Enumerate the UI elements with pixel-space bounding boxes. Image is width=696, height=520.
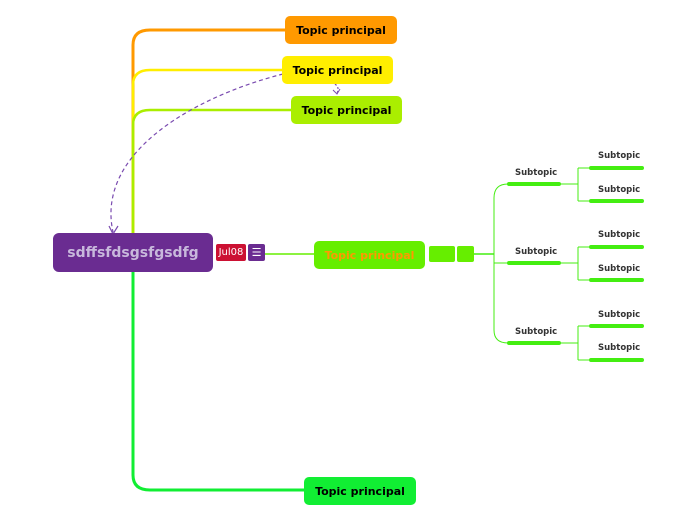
branch-trunk-lime xyxy=(131,108,295,245)
subtopic-child-label[interactable]: Subtopic xyxy=(598,264,641,274)
topic-label: Topic principal xyxy=(324,248,415,262)
subtopic-label[interactable]: Subtopic xyxy=(515,168,558,178)
branch-trunk-yellow xyxy=(131,68,285,245)
central-topic[interactable]: sdffsfdsgsfgsdfg xyxy=(53,233,213,272)
topic-principal-green[interactable]: Topic principal xyxy=(304,477,416,505)
subtopic-label[interactable]: Subtopic xyxy=(515,247,558,257)
subtopic-underline xyxy=(507,261,561,265)
menu-icon[interactable]: ☰ xyxy=(248,244,265,261)
branch-child-fork-3 xyxy=(560,325,590,361)
subtopic-child-label[interactable]: Subtopic xyxy=(598,230,641,240)
subtopic-child-label[interactable]: Subtopic xyxy=(598,310,641,320)
topic-action-icon[interactable] xyxy=(457,246,474,262)
topic-action-icon[interactable] xyxy=(429,246,455,262)
relationship-line[interactable] xyxy=(110,73,284,233)
child-underline xyxy=(589,324,644,328)
child-underline xyxy=(589,245,644,249)
subtopic-underline xyxy=(507,341,561,345)
branch-child-fork-1 xyxy=(560,167,590,202)
subtopic-child-label[interactable]: Subtopic xyxy=(598,343,641,353)
subtopic-child-label[interactable]: Subtopic xyxy=(598,185,641,195)
topic-principal-yellow[interactable]: Topic principal xyxy=(282,56,393,84)
child-underline xyxy=(589,166,644,170)
topic-label: Topic principal xyxy=(296,23,386,37)
child-underline xyxy=(589,199,644,203)
central-topic-label: sdffsfdsgsfgsdfg xyxy=(67,244,199,261)
child-underline xyxy=(589,358,644,362)
branch-sub-fork xyxy=(493,183,509,344)
topic-principal-lime[interactable]: Topic principal xyxy=(291,96,402,124)
subtopic-child-label[interactable]: Subtopic xyxy=(598,151,641,161)
relationship-line-start xyxy=(334,83,339,94)
branch-trunk-green xyxy=(131,270,310,492)
topic-label: Topic principal xyxy=(292,63,383,77)
child-underline xyxy=(589,278,644,282)
topic-principal-orange[interactable]: Topic principal xyxy=(285,16,397,44)
topic-label: Topic principal xyxy=(315,484,405,498)
relationship-start-arrowhead xyxy=(332,88,341,95)
subtopic-underline xyxy=(507,182,561,186)
branch-trunk-orange xyxy=(131,28,290,245)
topic-principal-selected[interactable]: Topic principal xyxy=(314,241,425,269)
subtopic-label[interactable]: Subtopic xyxy=(515,327,558,337)
date-badge-label: Jul08 xyxy=(218,247,244,258)
branch-child-fork-2 xyxy=(560,246,590,281)
topic-label: Topic principal xyxy=(301,103,392,117)
date-badge[interactable]: Jul08 xyxy=(216,244,246,261)
